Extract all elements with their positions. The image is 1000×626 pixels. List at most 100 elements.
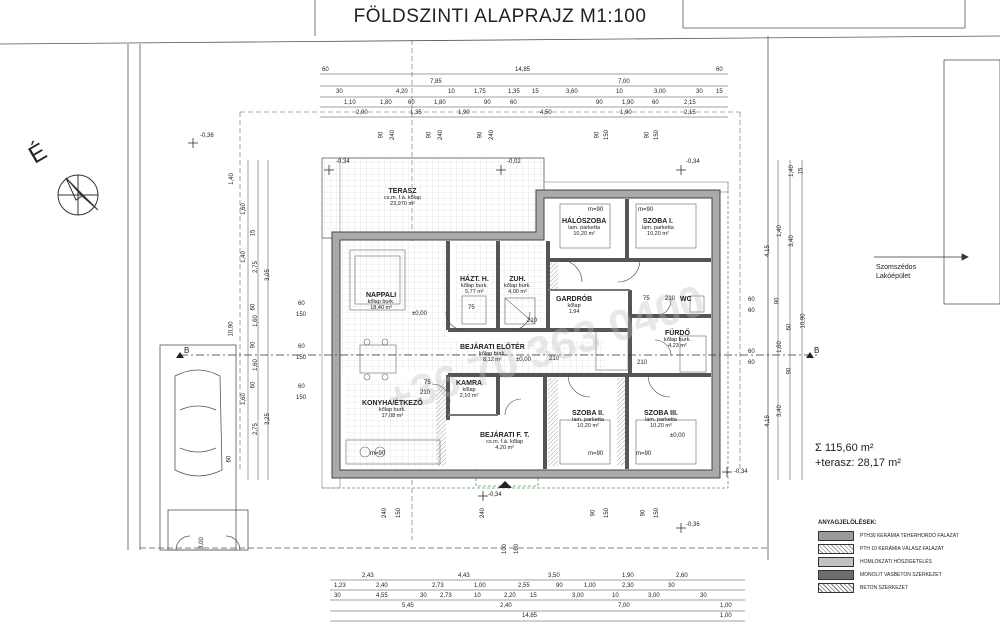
opening-mark: 90 <box>477 131 484 139</box>
window-mark: 60 <box>298 384 305 390</box>
dimension-label: 1,40 <box>240 251 247 263</box>
legend-item: HOMLOKZATI HŐSZIGETELÉS <box>818 556 998 567</box>
room-floor: lam. parketta <box>642 225 674 231</box>
opening-mark: 240 <box>390 129 397 141</box>
level-label: -0,34 <box>336 159 350 165</box>
dimension-label: 2,30 <box>622 583 634 589</box>
neighbor-label: Szomszédos Lakóépület <box>876 263 916 281</box>
dimension-label: 7,85 <box>430 79 442 85</box>
dimension-label: 3,25 <box>264 413 271 425</box>
dimension-label: 14,85 <box>515 67 531 73</box>
opening-mark: 150 <box>396 507 403 519</box>
dimension-label: 90 <box>596 100 603 106</box>
section-mark: B <box>814 346 820 355</box>
dimension-label: 4,20 <box>396 89 408 95</box>
dimension-label: 90 <box>484 100 491 106</box>
dimension-label: 3,00 <box>572 593 584 599</box>
dimension-label: 2,15 <box>684 100 696 106</box>
room-name: KONYHA/ÉTKEZŐ <box>362 400 423 407</box>
room-floor: kőlap <box>567 303 581 309</box>
dimension-label: 2,73 <box>432 583 444 589</box>
dimension-label: 2,75 <box>252 423 259 435</box>
dimension-label: 1,00 <box>584 583 596 589</box>
room-szoba1: SZOBA I. lam. parketta 10,20 m² <box>642 218 674 237</box>
section-markers <box>176 352 814 358</box>
dimension-label: 3,00 <box>648 593 660 599</box>
opening-mark: 90 <box>378 131 385 139</box>
parking-area <box>159 344 249 551</box>
dimension-label: 1,90 <box>458 110 470 116</box>
room-szoba2: SZOBA II. lam. parketta 10,20 m² <box>572 410 604 429</box>
room-floor: kőlap burk. <box>460 283 488 289</box>
dimension-label: 1,90 <box>620 110 632 116</box>
opening-mark: 90 <box>640 509 647 517</box>
level-label: -0,36 <box>200 133 214 139</box>
dimension-label: 30 <box>700 593 707 599</box>
dimension-label: 10 <box>616 89 623 95</box>
dimension-label: 1,35 <box>410 110 422 116</box>
terrace-area <box>321 157 729 489</box>
room-name: HÁZT. H. <box>460 276 489 283</box>
dimension-label: 60 <box>250 381 257 389</box>
dimension-label: 4,43 <box>458 573 470 579</box>
tiled-floor <box>341 241 605 468</box>
room-area: 2,10 m² <box>459 393 479 399</box>
room-haloszoba: HÁLÓSZOBA lam. parketta 10,20 m² <box>562 218 606 237</box>
room-floor: cs.m. f.á. kőlap <box>486 439 524 445</box>
dimension-label: 4,15 <box>764 415 771 427</box>
door-mark: 210 <box>665 296 676 302</box>
dimension-label: 30 <box>334 593 341 599</box>
dimension-label: 2,20 <box>504 593 516 599</box>
room-area: 10,20 m² <box>573 231 596 237</box>
opening-mark: 90 <box>426 131 433 139</box>
window-mark: 60 <box>298 301 305 307</box>
dimension-label: 1,90 <box>622 573 634 579</box>
dimension-label: 2,40 <box>500 603 512 609</box>
room-kamra: KAMRA kőlap 2,10 m² <box>456 380 482 399</box>
dimension-label: 90 <box>250 341 257 349</box>
dimension-label: 15 <box>716 89 723 95</box>
opening-mark: 240 <box>480 507 487 519</box>
room-name: NAPPALI <box>366 292 397 299</box>
legend-label: MONOLIT VASBETON SZERKEZET <box>860 571 942 578</box>
room-name: KAMRA <box>456 380 483 387</box>
door-mark: 210 <box>527 318 538 324</box>
dimension-label: 2,00 <box>356 110 368 116</box>
room-szoba3: SZOBA III. lam. parketta 10,20 m² <box>644 410 678 429</box>
opening-mark: m=90 <box>588 451 604 457</box>
door-mark: 210 <box>637 360 648 366</box>
window-mark: 150 <box>296 312 307 318</box>
room-floor: kőlap <box>462 387 476 393</box>
dimension-label: 1,60 <box>252 359 259 371</box>
room-name: SZOBA III. <box>644 410 678 417</box>
room-floor: kőlap burk. <box>378 407 406 413</box>
room-area: 8,12 m² <box>483 357 502 363</box>
room-terasz: TERASZ cs.m. f.á. kőlap 23,970 m² <box>384 188 421 207</box>
dimension-label: 1,40 <box>776 225 783 237</box>
legend-label: HOMLOKZATI HŐSZIGETELÉS <box>860 558 932 565</box>
dimension-label: 2,43 <box>362 573 374 579</box>
dimension-label: 30 <box>336 89 343 95</box>
opening-mark: 160 <box>514 543 521 555</box>
room-gardrob: GARDRÓB kőlap 1,94 <box>556 296 592 315</box>
opening-mark: m=90 <box>588 207 604 213</box>
legend-item: BETON SZERKEZET <box>818 582 998 593</box>
door-mark: 75 <box>424 380 431 386</box>
legend-swatch <box>818 530 854 541</box>
opening-mark: 8,00 <box>198 537 205 549</box>
dimension-label: 90 <box>556 583 563 589</box>
legend-swatch <box>818 543 854 554</box>
room-area: 10,20 m² <box>650 423 672 429</box>
dimension-label: 1,90 <box>622 100 634 106</box>
level-label: ±0,00 <box>516 357 531 363</box>
material-legend: ANYAGJELÖLÉSEK: PTH30 KERÁMIA TEHERHORDÓ… <box>818 520 998 595</box>
dimension-label: 5,45 <box>402 603 414 609</box>
room-name: ZUH. <box>509 276 526 283</box>
dimension-label: 1,10 <box>344 100 356 106</box>
dimension-label: 60 <box>226 455 233 463</box>
dimension-label: 60 <box>408 100 415 106</box>
window-mark: 60 <box>748 308 755 314</box>
dimension-label: 1,60 <box>240 203 247 215</box>
dimension-label: 1,00 <box>720 613 732 619</box>
window-mark: 60 <box>748 297 755 303</box>
